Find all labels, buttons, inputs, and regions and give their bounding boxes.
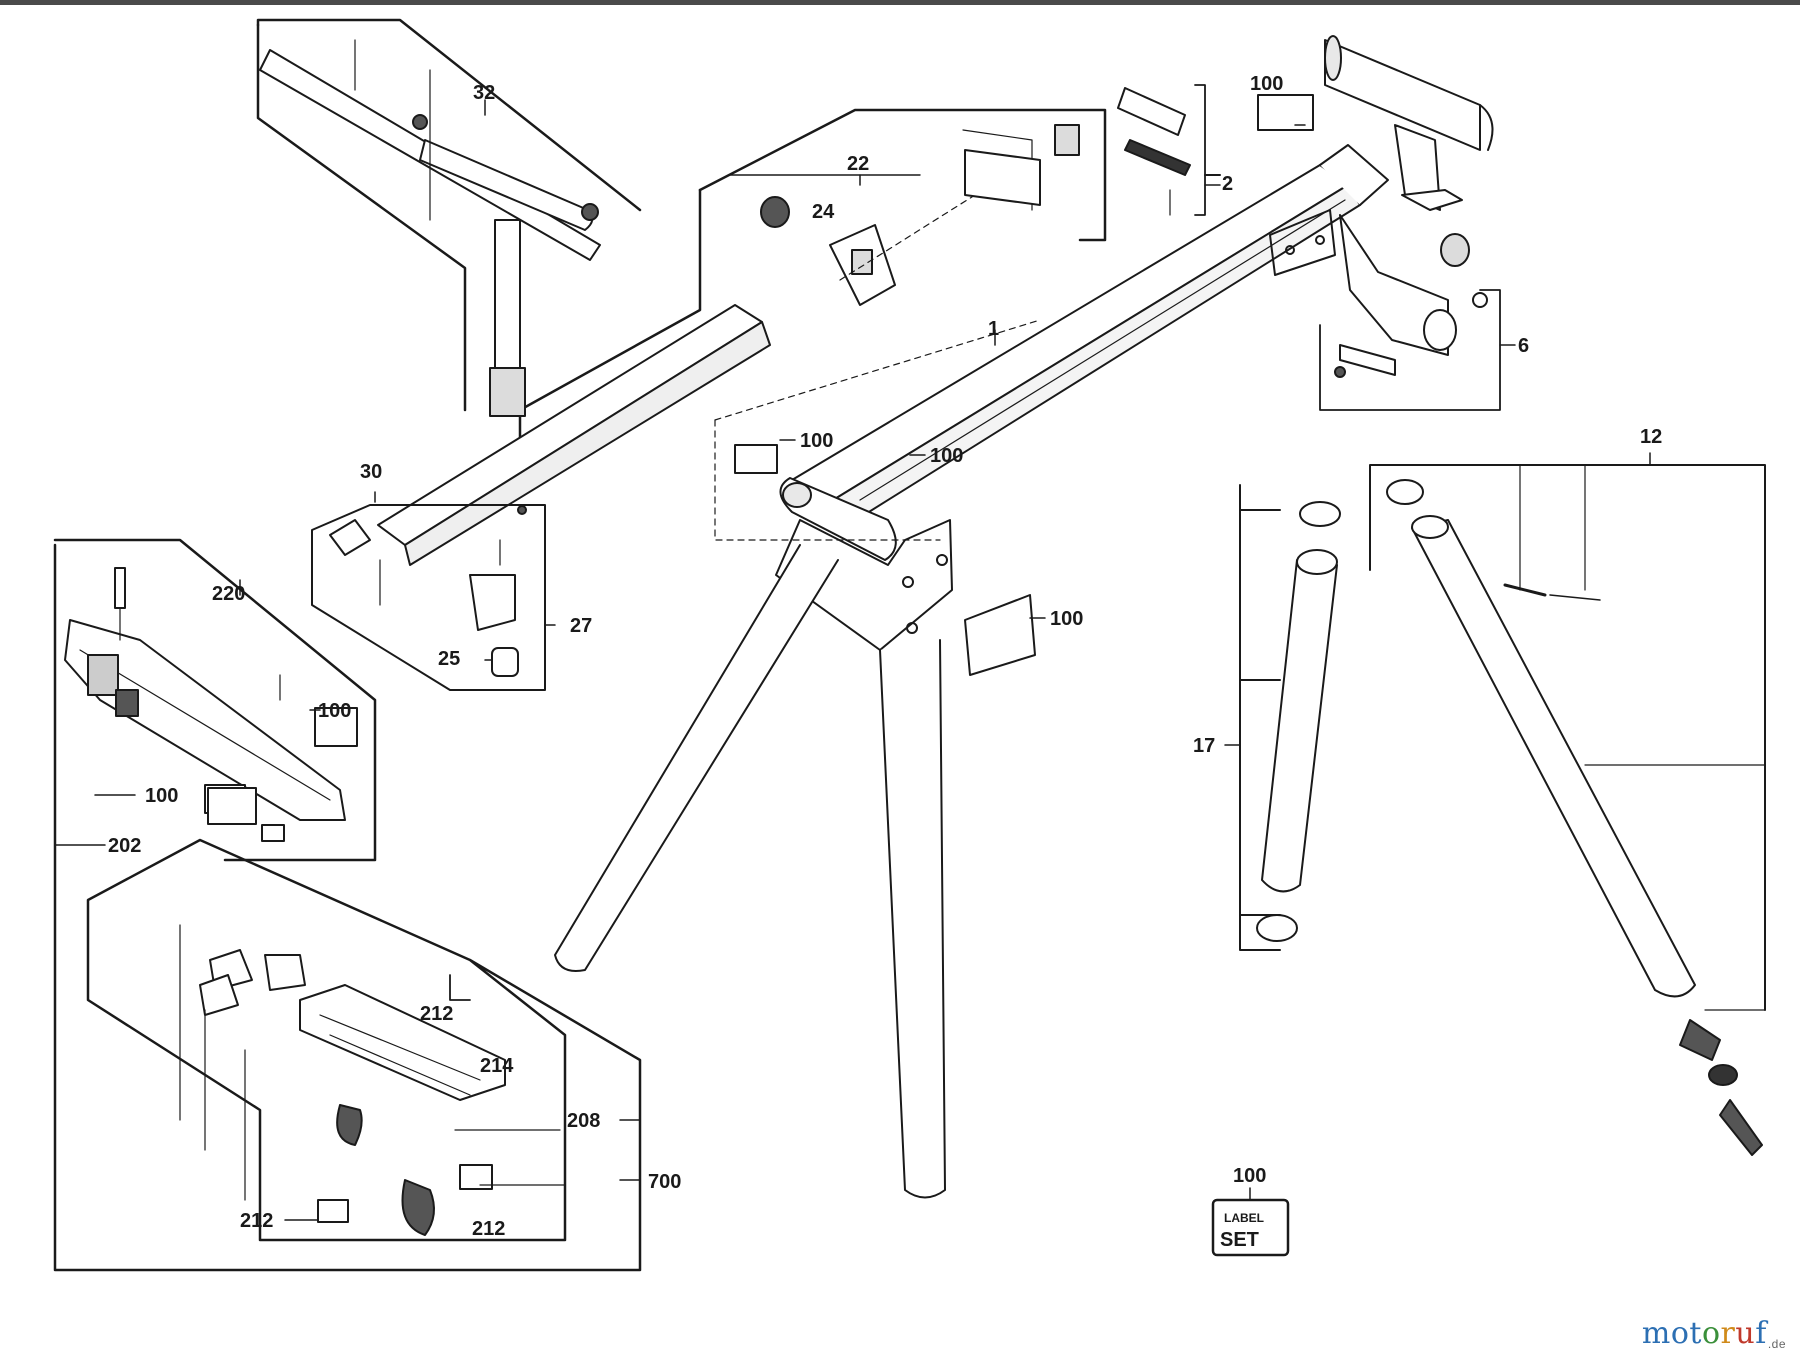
callout-labels: 1 2 6 12 17 22 24 25 27 30 32 100 100 10… [108, 73, 1662, 1251]
part-2-bracket [1117, 84, 1221, 216]
box-12-leg-spring [1369, 464, 1766, 1156]
top-border [0, 0, 1800, 5]
watermark-letter: t [1689, 1316, 1702, 1351]
watermark-letter: o [1670, 1316, 1690, 1351]
callout-100-top: 100 [1250, 73, 1283, 95]
callout-212-c: 212 [472, 1218, 505, 1240]
callout-2: 2 [1222, 173, 1233, 195]
box-32-roller-support [256, 18, 642, 417]
callout-24: 24 [812, 201, 835, 223]
callout-100-rail: 100 [318, 700, 351, 722]
callout-6: 6 [1518, 335, 1529, 357]
callout-27: 27 [570, 615, 592, 637]
box-27-bracket-foot [311, 504, 546, 691]
callout-212-b: 212 [240, 1210, 273, 1232]
watermark-logo: motoruf.de [1642, 1316, 1786, 1351]
part-6-bracket [1319, 289, 1501, 411]
watermark-letter: u [1735, 1316, 1756, 1351]
watermark-letter: r [1720, 1316, 1736, 1351]
label-set-line2: SET [1220, 1229, 1259, 1251]
callout-220: 220 [212, 583, 245, 605]
watermark-letter: o [1701, 1316, 1721, 1351]
callout-212-a: 212 [420, 1003, 453, 1025]
callout-1: 1 [988, 318, 999, 340]
label-set-line1: LABEL [1224, 1211, 1264, 1225]
callout-700: 700 [648, 1171, 681, 1193]
callout-100-label-set: 100 [1233, 1165, 1266, 1187]
label-set-box [1211, 1187, 1290, 1257]
callout-leaders [54, 99, 1651, 1221]
callout-208: 208 [567, 1110, 600, 1132]
callout-100-beam-mid: 100 [930, 445, 963, 467]
callout-22: 22 [847, 153, 869, 175]
callout-25: 25 [438, 648, 460, 670]
callout-32: 32 [473, 82, 495, 104]
watermark-suffix: .de [1767, 1337, 1786, 1351]
box-17-leg-tube [1239, 484, 1341, 951]
main-frame-part [554, 35, 1494, 1199]
callout-17: 17 [1193, 735, 1215, 757]
callout-214: 214 [480, 1055, 514, 1077]
callout-202: 202 [108, 835, 141, 857]
callout-30: 30 [360, 461, 382, 483]
label-patches [207, 94, 1314, 825]
callout-100-bracket: 100 [1050, 608, 1083, 630]
watermark-letter: m [1641, 1316, 1671, 1351]
box-202-208-lower-assembly [53, 543, 642, 1272]
callout-100-left: 100 [145, 785, 178, 807]
callout-100-beam-left: 100 [800, 430, 833, 452]
callout-12: 12 [1640, 426, 1662, 448]
watermark-letter: f [1755, 1316, 1767, 1351]
